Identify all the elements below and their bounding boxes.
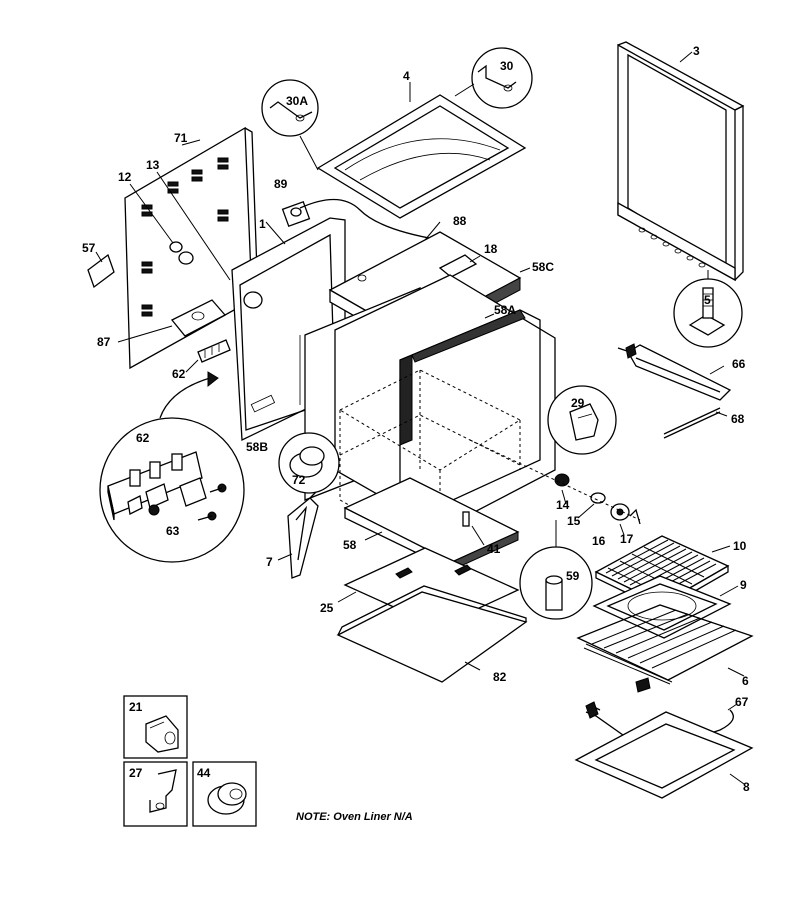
part-5-leveling-leg-callout	[673, 270, 743, 348]
label-part-12: 12	[118, 170, 132, 184]
label-part-58: 58	[343, 538, 357, 552]
part-82-drawer-bottom	[336, 585, 528, 683]
label-part-6: 6	[742, 674, 749, 688]
label-part-59: 59	[566, 569, 580, 583]
label-part-44: 44	[197, 766, 211, 780]
label-part-89: 89	[274, 177, 288, 191]
part-29-callout	[547, 385, 617, 455]
label-part-68: 68	[731, 412, 745, 426]
label-part-4: 4	[403, 69, 410, 83]
part-4-top-trim	[316, 82, 527, 219]
part-62-63-terminal-callout	[99, 371, 245, 563]
label-part-82: 82	[493, 670, 507, 684]
part-8-drip-pan	[574, 711, 754, 799]
label-part-57: 57	[82, 241, 96, 255]
part-21-box	[123, 695, 188, 759]
label-part-62a: 62	[172, 367, 186, 381]
label-part-1: 1	[259, 217, 266, 231]
label-part-58A: 58A	[494, 303, 516, 317]
label-part-66: 66	[732, 357, 746, 371]
part-72-callout	[278, 432, 340, 494]
label-part-63: 63	[166, 524, 180, 538]
label-part-88: 88	[453, 214, 467, 228]
part-89-switch	[281, 198, 441, 241]
label-part-14: 14	[556, 498, 570, 512]
part-68-bracket	[663, 407, 728, 439]
label-part-18: 18	[484, 242, 498, 256]
label-part-9: 9	[740, 578, 747, 592]
part-6-oven-rack	[576, 604, 754, 693]
part-58A-oven-front-frame	[304, 274, 556, 531]
part-27-box	[123, 761, 188, 827]
label-part-15: 15	[567, 514, 581, 528]
parts-14-17-light-assembly	[469, 439, 641, 536]
label-part-10: 10	[733, 539, 747, 553]
part-62-terminal-block	[185, 339, 231, 373]
label-part-29: 29	[571, 396, 585, 410]
part-88-wire	[424, 221, 441, 241]
part-number-labels: 3 4 30 30A 71 12 13 89 1 88 18 57 58C 5 …	[82, 44, 750, 794]
label-part-16: 16	[592, 534, 606, 548]
oven-liner-note: NOTE: Oven Liner N/A	[296, 811, 413, 823]
label-part-25: 25	[320, 601, 334, 615]
label-part-67: 67	[735, 695, 749, 709]
label-part-30A: 30A	[286, 94, 308, 108]
part-44-box	[192, 761, 257, 827]
label-part-72: 72	[292, 473, 306, 487]
part-3-rear-panel	[617, 41, 745, 282]
label-part-58B: 58B	[246, 440, 268, 454]
label-part-5: 5	[704, 293, 711, 307]
label-part-13: 13	[146, 158, 160, 172]
parts-12-13	[129, 171, 231, 281]
label-part-62b: 62	[136, 431, 150, 445]
label-part-41: 41	[487, 542, 501, 556]
label-part-58C: 58C	[532, 260, 554, 274]
part-57-plate	[87, 251, 115, 289]
label-part-17: 17	[620, 532, 634, 546]
label-part-8: 8	[743, 780, 750, 794]
part-41-bracket	[462, 511, 485, 546]
part-30A-callout	[261, 79, 319, 171]
label-part-71: 71	[174, 131, 188, 145]
label-part-30: 30	[500, 59, 514, 73]
part-30-callout	[454, 47, 533, 109]
label-part-3: 3	[693, 44, 700, 58]
part-87-bracket	[117, 299, 227, 343]
label-part-27: 27	[129, 766, 143, 780]
part-7-handle	[277, 489, 319, 579]
part-66-broil-element	[617, 343, 732, 401]
label-part-21: 21	[129, 700, 143, 714]
label-part-87: 87	[97, 335, 111, 349]
part-59-callout	[519, 520, 593, 620]
label-part-7: 7	[266, 555, 273, 569]
